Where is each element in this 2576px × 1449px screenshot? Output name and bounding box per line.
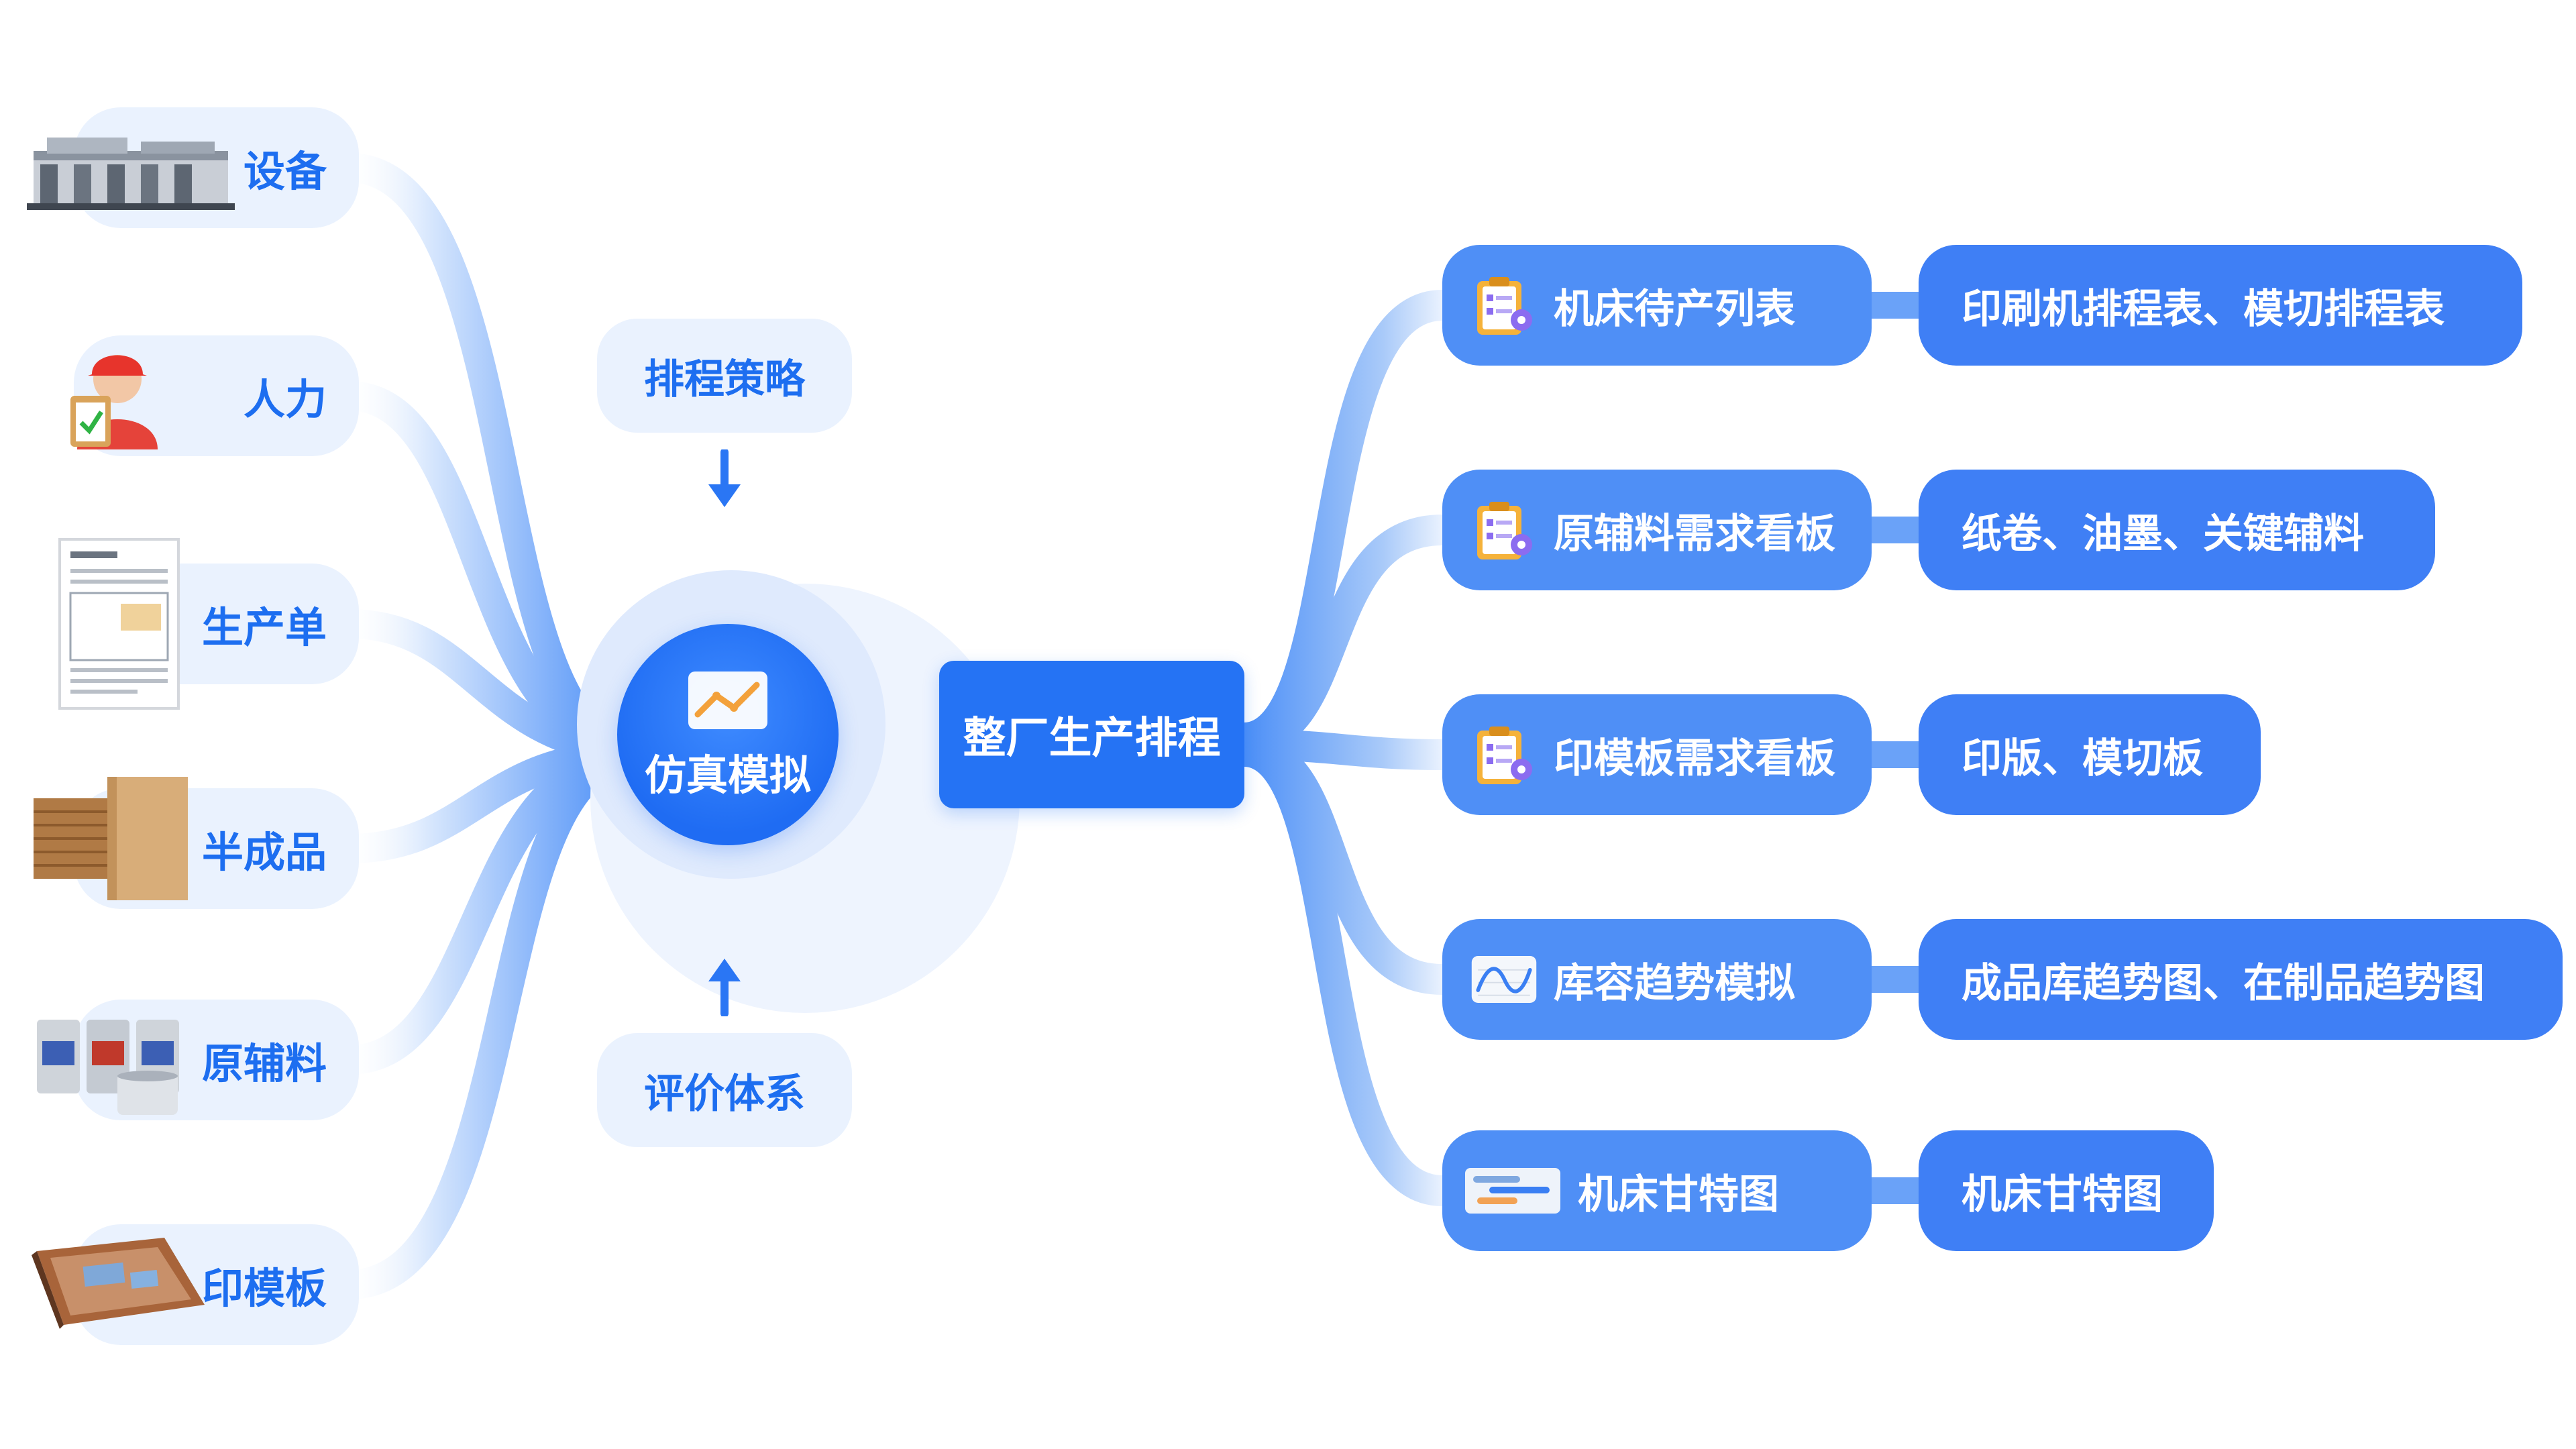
clipboard-gear-icon [1469,720,1539,790]
input-label: 半成品 [201,828,327,877]
output-node-5[interactable]: 机床甘特图 [1442,1130,1872,1251]
connector-input-2 [334,381,639,763]
gantt-chart-icon [1462,1156,1563,1226]
detail-label: 印刷机排程表、模切排程表 [1962,285,2445,333]
worker-icon [57,329,178,449]
strategy-label: 排程策略 [644,356,805,403]
simulation-node[interactable]: 仿真模拟 [617,624,839,845]
output-label: 机床甘特图 [1578,1171,1779,1218]
strategy-node[interactable]: 排程策略 [597,319,852,433]
output-node-3[interactable]: 印模板需求看板 [1442,694,1872,815]
arrow-up-icon [708,959,741,1016]
input-label: 原辅料 [201,1039,327,1088]
evaluation-node[interactable]: 评价体系 [597,1033,852,1147]
evaluation-label: 评价体系 [644,1070,805,1118]
cardboard-stack-icon [27,771,201,906]
output-node-4[interactable]: 库容趋势模拟 [1442,919,1872,1040]
detail-node-3[interactable]: 印版、模切板 [1919,694,2261,815]
detail-label: 印版、模切板 [1962,735,2203,782]
detail-label: 纸卷、油墨、关键辅料 [1962,510,2364,557]
connector-output-5 [1229,736,1458,1206]
input-label: 设备 [243,147,327,196]
ink-cans-icon [30,1006,198,1120]
output-node-2[interactable]: 原辅料需求看板 [1442,470,1872,590]
detail-node-4[interactable]: 成品库趋势图、在制品趋势图 [1919,919,2563,1040]
output-connectors [1229,290,1458,1206]
detail-connectors [1872,292,1919,1204]
connector-input-5 [334,743,639,1075]
output-label: 印模板需求看板 [1554,735,1835,782]
connector-input-6 [334,747,639,1299]
input-connectors [334,153,639,1299]
simulation-title: 仿真模拟 [644,751,811,800]
clipboard-gear-icon [1469,495,1539,565]
connector-output-2 [1229,515,1458,757]
output-label: 原辅料需求看板 [1554,510,1835,557]
detail-label: 机床甘特图 [1962,1171,2163,1218]
input-label: 生产单 [201,603,327,652]
output-node-1[interactable]: 机床待产列表 [1442,245,1872,366]
detail-node-1[interactable]: 印刷机排程表、模切排程表 [1919,245,2522,366]
output-label: 机床待产列表 [1554,285,1795,333]
center-title: 整厂生产排程 [963,714,1221,763]
output-label: 库容趋势模拟 [1554,959,1795,1007]
printing-plate-icon [23,1224,211,1338]
printing-press-icon [20,117,241,218]
chart-board-icon [688,672,767,729]
connector-input-1 [334,153,639,759]
trend-chart-icon [1469,945,1539,1014]
detail-node-5[interactable]: 机床甘特图 [1919,1130,2214,1251]
center-node[interactable]: 整厂生产排程 [939,661,1244,808]
input-label: 人力 [243,375,327,424]
connector-input-3 [334,609,639,766]
arrow-down-icon [708,449,741,507]
input-label: 印模板 [201,1264,327,1313]
clipboard-gear-icon [1469,270,1539,340]
order-form-icon [57,537,181,711]
detail-node-2[interactable]: 纸卷、油墨、关键辅料 [1919,470,2435,590]
detail-label: 成品库趋势图、在制品趋势图 [1962,959,2485,1007]
